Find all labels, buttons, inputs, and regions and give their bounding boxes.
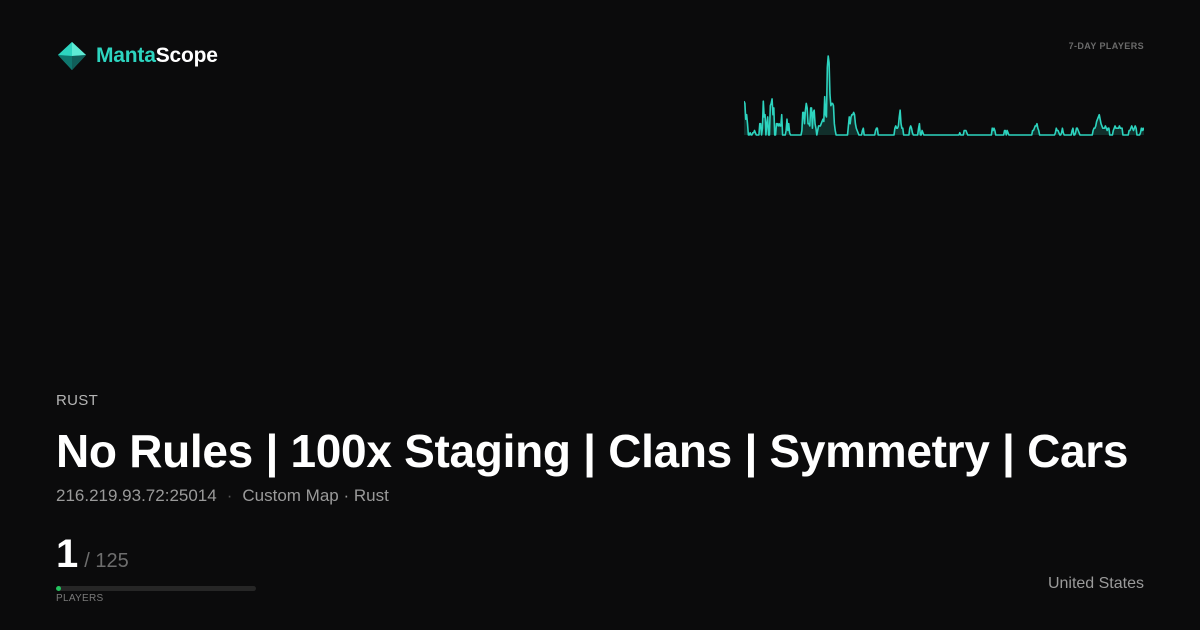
brand-logo[interactable]: MantaScope (56, 40, 218, 72)
players-current: 1 (56, 532, 79, 576)
server-title: No Rules | 100x Staging | Clans | Symmet… (56, 425, 1129, 477)
brand-name: MantaScope (96, 44, 218, 68)
seven-day-players-sparkline (744, 55, 1144, 136)
brand-name-part1: Manta (96, 44, 156, 67)
players-progress-bar (56, 586, 256, 591)
sparkline-label: 7-DAY PLAYERS (1068, 41, 1144, 51)
server-address[interactable]: 216.219.93.72:25014 (56, 486, 217, 505)
brand-name-part2: Scope (155, 44, 218, 67)
meta-separator: · (226, 486, 233, 505)
game-name: RUST (56, 392, 99, 409)
players-label: PLAYERS (56, 593, 104, 604)
server-country: United States (1047, 575, 1144, 592)
sparkline-line (744, 55, 1144, 136)
players-progress-fill (56, 586, 61, 591)
server-map: Custom Map · Rust (242, 486, 389, 505)
server-meta: 216.219.93.72:25014 · Custom Map · Rust (56, 486, 389, 506)
players-max: / 125 (84, 550, 129, 572)
player-count: 1 / 125 (56, 532, 129, 577)
manta-diamond-icon (58, 42, 86, 70)
